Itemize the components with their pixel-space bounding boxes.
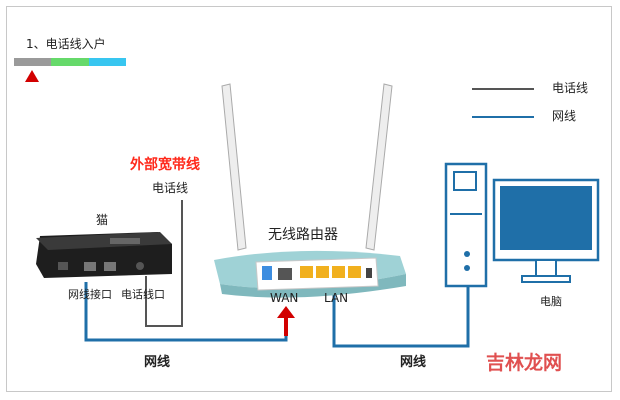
external-line-subtitle: 电话线 [152, 181, 189, 195]
modem-device [36, 232, 172, 278]
wan-arrow-head [277, 306, 295, 318]
router-antenna-right [365, 83, 393, 251]
step-bar-segment-2 [51, 58, 89, 66]
lan-port-label: LAN [324, 291, 349, 305]
pc-monitor [492, 178, 600, 283]
legend-network-cable-label: 网线 [552, 109, 577, 123]
step-bar-segment-1 [14, 58, 52, 66]
step-arrow-icon [25, 70, 39, 82]
left-cable-label: 网线 [144, 355, 171, 370]
phone-line-wire [145, 200, 183, 327]
router-device [214, 250, 406, 298]
legend-network-cable-swatch [472, 116, 534, 118]
legend-phone-line-label: 电话线 [552, 81, 589, 95]
network-cable-right [332, 272, 470, 348]
step-progress-bar [14, 58, 126, 66]
router-label: 无线路由器 [268, 227, 338, 243]
step-label: 1、电话线入户 [26, 37, 106, 51]
pc-tower [444, 162, 488, 288]
modem-network-port-label: 网线接口 [68, 288, 112, 301]
pc-label: 电脑 [540, 295, 562, 308]
external-line-title: 外部宽带线 [130, 157, 200, 173]
modem-label: 猫 [96, 213, 109, 227]
diagram-frame [6, 6, 612, 392]
router-antenna-left [221, 83, 247, 251]
modem-phone-port-label: 电话线口 [121, 288, 165, 301]
legend-phone-line-swatch [472, 88, 534, 90]
step-bar-segment-3 [88, 58, 126, 66]
right-cable-label: 网线 [400, 355, 427, 370]
watermark-text: 吉林龙网 [486, 352, 563, 374]
wan-port-label: WAN [270, 291, 299, 305]
